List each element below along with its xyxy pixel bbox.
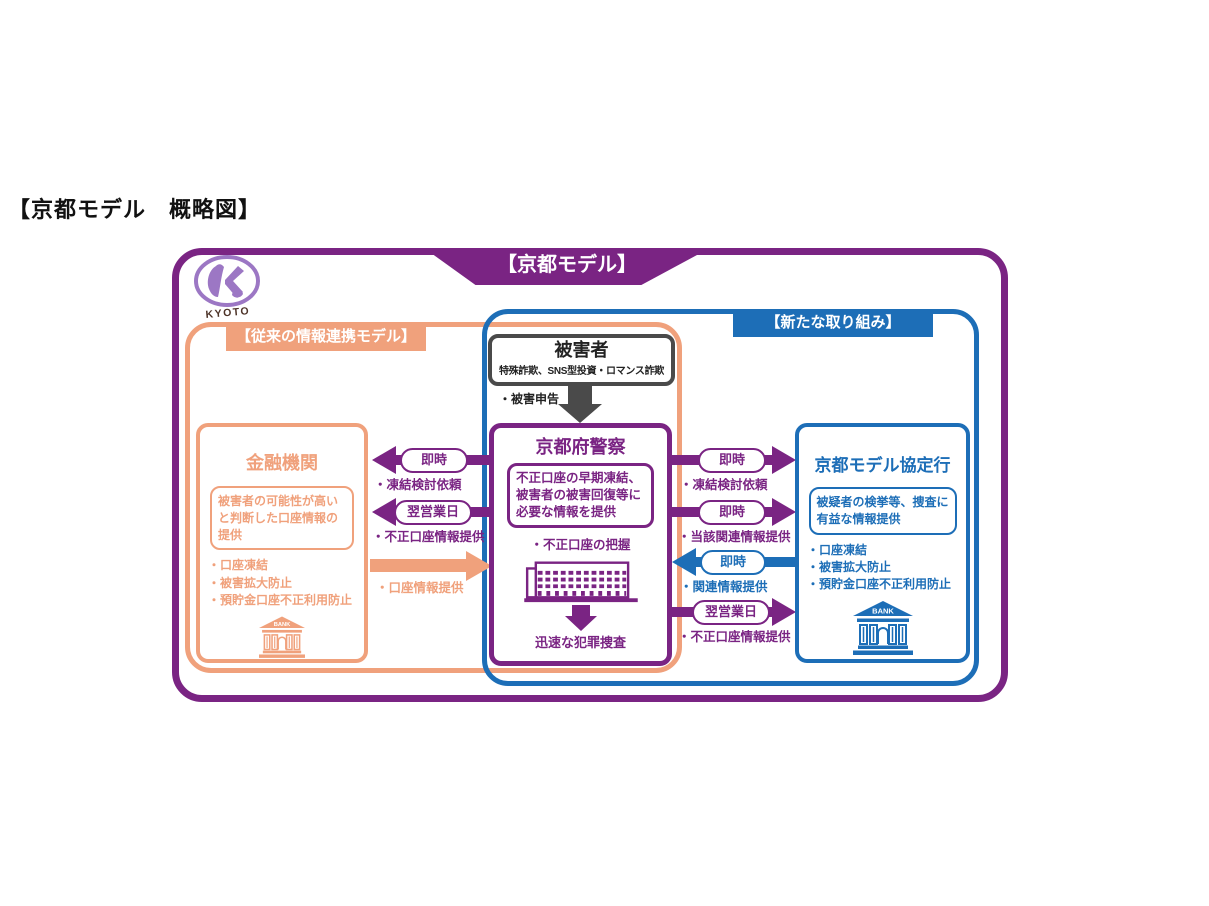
- arrow-left-icon: [672, 548, 696, 576]
- kyoto-model-banner: 【京都モデル】: [424, 248, 710, 285]
- fi-bullet-damage: ・被害拡大防止: [208, 575, 293, 590]
- victim-report-arrow-stem: [568, 386, 592, 404]
- kyoto-logo-caption: KYOTO: [205, 305, 251, 321]
- caption-related-info-provision: ・当該関連情報提供: [678, 530, 791, 544]
- conventional-model-label: 【従来の情報連携モデル】: [226, 323, 426, 351]
- timing-pill: 即時: [698, 448, 766, 473]
- caption-related-info: ・関連情報提供: [680, 580, 768, 594]
- timing-pill: 翌営業日: [394, 500, 472, 525]
- timing-pill: 即時: [698, 500, 766, 525]
- arrow-right-icon: [772, 498, 796, 526]
- agreement-banks-note: 被疑者の検挙等、捜査に有益な情報提供: [808, 487, 957, 535]
- agreement-banks-bullets: ・口座凍結 ・被害拡大防止 ・預貯金口座不正利用防止: [807, 542, 951, 594]
- caption-account-info: ・口座情報提供: [376, 581, 464, 595]
- arrow-right-icon: [466, 551, 492, 581]
- police-mission-note: 不正口座の早期凍結、被害者の被害回復等に必要な情報を提供: [507, 463, 654, 528]
- fi-bullet-freeze: ・口座凍結: [208, 558, 269, 573]
- arrow-bank-to-police-related: 即時: [672, 548, 796, 576]
- victim-report-label: ・被害申告: [499, 392, 560, 406]
- victim-box: 被害者 特殊詐欺、SNS型投資・ロマンス詐欺: [488, 334, 675, 386]
- conventional-model-container: [185, 322, 682, 673]
- page-title: 【京都モデル 概略図】: [8, 197, 262, 222]
- caption-fraud-account-info-right: ・不正口座情報提供: [678, 630, 791, 644]
- caption-fraud-account-info: ・不正口座情報提供: [372, 530, 485, 544]
- financial-institution-box: 金融機関 被害者の可能性が高いと判断した口座情報の提供 ・口座凍結 ・被害拡大防…: [196, 423, 368, 663]
- svg-text:BANK: BANK: [872, 606, 894, 615]
- new-initiative-label: 【新たな取り組み】: [733, 309, 933, 337]
- arrow-right-icon: [772, 598, 796, 626]
- agreement-banks-box: 京都モデル協定行 被疑者の検挙等、捜査に有益な情報提供 ・口座凍結 ・被害拡大防…: [795, 423, 970, 663]
- svg-text:BANK: BANK: [274, 622, 291, 628]
- arrow-police-to-fi-fraud: 翌営業日: [372, 498, 490, 526]
- bank-bullet-misuse: ・預貯金口座不正利用防止: [807, 577, 952, 592]
- arrow-police-to-bank-related: 即時: [672, 498, 796, 526]
- bank-bullet-freeze: ・口座凍結: [807, 542, 868, 557]
- police-title: 京都府警察: [535, 437, 626, 457]
- arrow-police-to-bank-fraud: 翌営業日: [672, 598, 796, 626]
- timing-pill: 翌営業日: [692, 600, 770, 625]
- fi-bullet-misuse: ・預貯金口座不正利用防止: [208, 593, 353, 608]
- police-box: 京都府警察 不正口座の早期凍結、被害者の被害回復等に必要な情報を提供 ・不正口座…: [489, 423, 672, 666]
- kyoto-logo-bird-small: [232, 288, 243, 298]
- caption-freeze-request-right: ・凍結検討依頼: [680, 478, 768, 492]
- victim-title: 被害者: [554, 340, 609, 360]
- bank-icon: BANK: [259, 616, 305, 658]
- kyoto-logo: KYOTO: [194, 255, 260, 321]
- police-outcome-label: 迅速な犯罪捜査: [534, 634, 626, 650]
- financial-institution-bullets: ・口座凍結 ・被害拡大防止 ・預貯金口座不正利用防止: [208, 557, 352, 609]
- victim-subtitle: 特殊詐欺、SNS型投資・ロマンス詐欺: [499, 365, 664, 377]
- timing-pill: 即時: [400, 448, 468, 473]
- police-task-label: ・不正口座の把握: [530, 537, 631, 552]
- financial-institution-note: 被害者の可能性が高いと判断した口座情報の提供: [210, 486, 354, 551]
- arrow-right-icon: [772, 446, 796, 474]
- bank-bullet-damage: ・被害拡大防止: [807, 559, 892, 574]
- arrow-left-icon: [372, 446, 396, 474]
- bank-icon: BANK: [852, 600, 913, 655]
- new-initiative-container: [482, 309, 979, 686]
- victim-report-arrow-icon: [558, 404, 602, 423]
- timing-pill: 即時: [700, 550, 766, 575]
- arrow-police-to-fi-freeze: 即時: [372, 446, 490, 474]
- police-building-icon: [523, 561, 638, 602]
- arrow-fi-to-police-account: [370, 551, 492, 581]
- arrow-left-icon: [372, 498, 396, 526]
- financial-institution-title: 金融機関: [246, 453, 318, 473]
- kyoto-logo-bird-large: [207, 264, 224, 297]
- caption-freeze-request: ・凍結検討依頼: [374, 478, 462, 492]
- arrow-police-to-bank-freeze: 即時: [672, 446, 796, 474]
- police-down-arrow-icon: [564, 615, 597, 631]
- police-down-arrow-stem: [571, 604, 590, 616]
- agreement-banks-title: 京都モデル協定行: [814, 456, 951, 475]
